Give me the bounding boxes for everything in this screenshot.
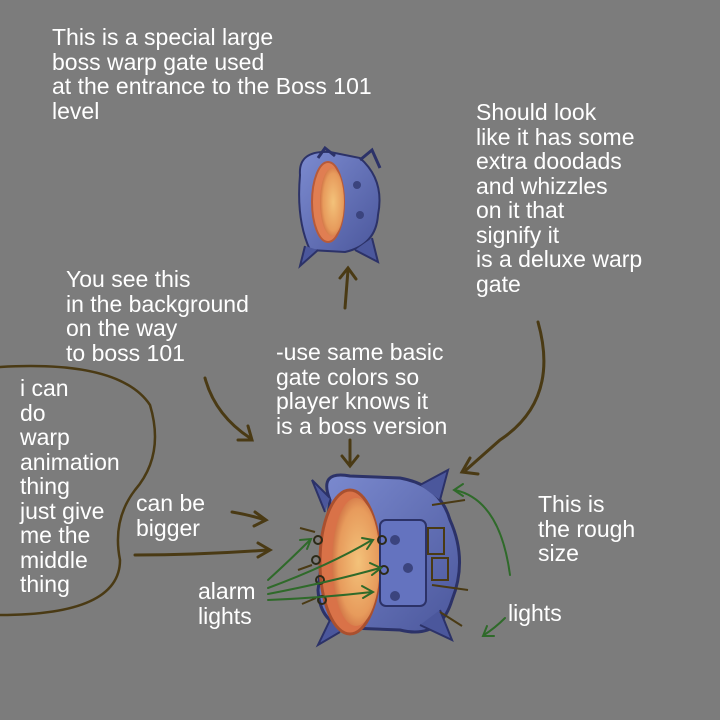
large-gate-illustration — [297, 468, 469, 648]
title-note: This is a special large boss warp gate u… — [52, 24, 372, 124]
colors-note: -use same basic gate colors so player kn… — [276, 339, 448, 439]
bigger-note: can be bigger — [136, 490, 206, 541]
lights-note: lights — [508, 600, 562, 626]
alarm-lights-note: alarm lights — [198, 578, 256, 629]
background-note: You see this in the background on the wa… — [66, 266, 249, 366]
rough-size-note: This is the rough size — [538, 491, 636, 566]
small-gate-illustration — [298, 145, 382, 269]
deluxe-note: Should look like it has some extra dooda… — [476, 99, 643, 297]
green-callout-arrows — [267, 483, 511, 637]
warp-animation-note: i can do warp animation thing just give … — [20, 375, 120, 597]
brown-callout-arrows — [0, 265, 546, 617]
